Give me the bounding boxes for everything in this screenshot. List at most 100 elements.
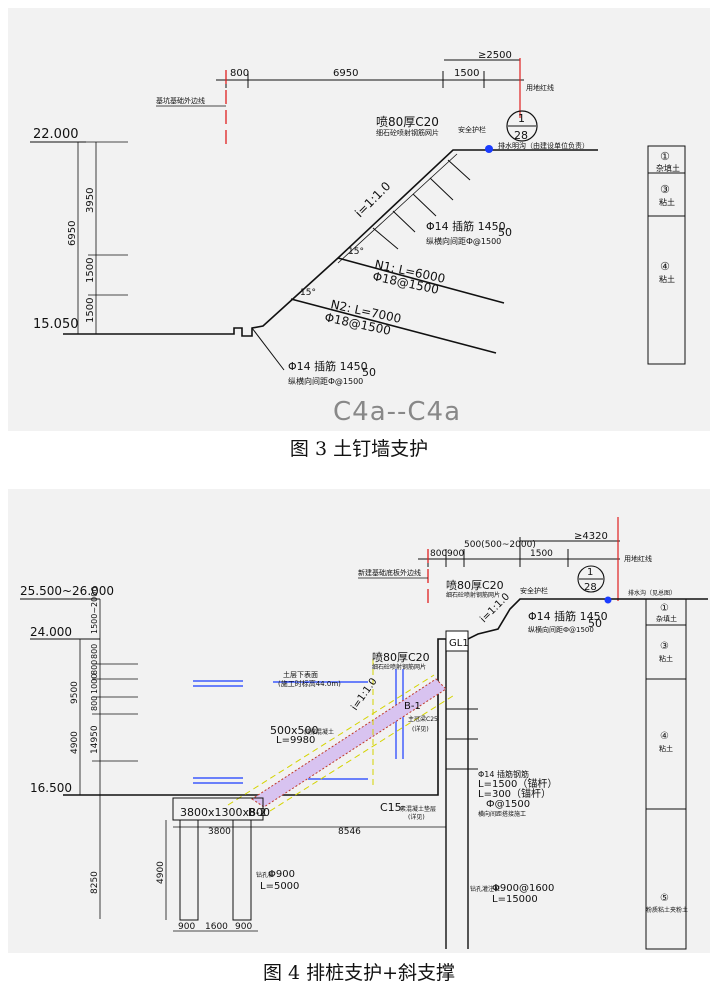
svg-text:50: 50 xyxy=(362,366,376,379)
fig3-dim-6950-vert: 6950 xyxy=(67,221,78,246)
svg-text:900: 900 xyxy=(235,922,252,932)
fig3-surface-label: 喷80厚C20 xyxy=(376,115,439,129)
svg-text:3800x1300x800: 3800x1300x800 xyxy=(180,806,270,819)
svg-text:Φ14 插筋 1450: Φ14 插筋 1450 xyxy=(528,609,608,623)
svg-text:14950: 14950 xyxy=(90,725,100,754)
svg-text:细石砼喷射钢筋网片: 细石砼喷射钢筋网片 xyxy=(372,663,426,671)
svg-text:1: 1 xyxy=(518,112,525,125)
svg-text:粘土: 粘土 xyxy=(659,274,675,284)
svg-text:安全护栏: 安全护栏 xyxy=(520,586,548,595)
fig4-water-level-lines xyxy=(193,669,404,784)
fig3-drain-marker xyxy=(485,145,493,153)
svg-text:800: 800 xyxy=(90,696,99,711)
svg-text:(施工时标高44.0m): (施工时标高44.0m) xyxy=(278,679,341,688)
fig4-drain-marker xyxy=(604,596,612,604)
fig3-bar-lower-note: 纵横向间距Ф@1500 xyxy=(288,376,363,386)
svg-text:④: ④ xyxy=(660,260,670,273)
figure-4-drawing: 800 900 500(500~2000) 1500 ≥4320 新建基础底板外… xyxy=(20,517,708,950)
fig3-elev-top: 22.000 xyxy=(33,127,79,142)
fig4-elev-top: 25.500~26.000 xyxy=(20,584,114,598)
svg-text:800: 800 xyxy=(90,660,99,675)
fig3-left-dimensions: 6950 3950 1500 1500 xyxy=(67,142,128,334)
svg-text:800: 800 xyxy=(430,549,447,559)
svg-text:纵横向间距Ф@1500: 纵横向间距Ф@1500 xyxy=(528,625,594,634)
fig3-excavation-profile xyxy=(63,149,598,337)
svg-text:(详见): (详见) xyxy=(412,725,429,733)
fig4-wall-anchors xyxy=(446,708,478,770)
figure-4-caption: 图 4 排桩支护+斜支撑 xyxy=(262,962,456,984)
svg-text:L=1500（锚杆）: L=1500（锚杆） xyxy=(478,778,557,790)
fig4-strut-length: L=9980 xyxy=(276,735,315,746)
fig4-left-piles: 4900 900 1600 900 xyxy=(156,819,258,932)
fig3-dim-3950: 3950 xyxy=(85,188,96,213)
svg-text:50: 50 xyxy=(588,617,602,630)
svg-text:Φ900: Φ900 xyxy=(268,869,295,880)
svg-text:900: 900 xyxy=(447,549,464,559)
svg-text:钻孔桩: 钻孔桩 xyxy=(256,871,274,879)
svg-text:15°: 15° xyxy=(348,247,364,257)
svg-text:⑤: ⑤ xyxy=(660,893,669,904)
svg-text:B-1: B-1 xyxy=(404,701,421,712)
fig3-boundary-label: 基坑基础外边线 xyxy=(156,96,205,105)
fig4-left-dimensions: 1500~2000 800 800 1000 800 9500 4900 149… xyxy=(70,587,138,919)
svg-text:喷80厚C20: 喷80厚C20 xyxy=(446,579,504,592)
svg-text:土层下表面: 土层下表面 xyxy=(283,670,318,679)
svg-text:1: 1 xyxy=(587,567,593,578)
svg-text:斜撑混凝土: 斜撑混凝土 xyxy=(304,728,334,736)
svg-text:喷80厚C20: 喷80厚C20 xyxy=(372,651,430,664)
svg-text:1500: 1500 xyxy=(530,549,553,559)
svg-text:GL1: GL1 xyxy=(449,638,469,649)
fig4-elev-mid: 24.000 xyxy=(30,625,72,639)
fig3-bar-upper-spec: Φ14 插筋 1450 xyxy=(426,219,506,233)
svg-text:28: 28 xyxy=(584,582,597,593)
svg-text:主冠梁C25: 主冠梁C25 xyxy=(408,715,438,723)
svg-text:9500: 9500 xyxy=(70,681,80,704)
svg-text:杂填土: 杂填土 xyxy=(656,163,680,173)
fig3-surface-sub: 细石砼喷射钢筋网片 xyxy=(376,128,439,137)
fig3-bar-grid xyxy=(372,159,471,250)
svg-text:50: 50 xyxy=(498,226,512,239)
svg-text:28: 28 xyxy=(514,129,528,142)
svg-text:杂填土: 杂填土 xyxy=(656,614,677,623)
fig3-dim-800: 800 xyxy=(230,68,249,79)
fig3-soil-column: ① 杂填土 ③ 粘土 ④ 粘土 xyxy=(647,145,686,365)
fig3-nail-n2: N2: L=7000 Φ18@1500 15° xyxy=(290,288,497,354)
fig4-boundary-label: 新建基础底板外边线 xyxy=(358,568,421,577)
svg-text:粘土: 粘土 xyxy=(659,744,673,753)
fig3-bar-lower-line xyxy=(251,327,285,371)
fig4-excavation-profile: GL1 xyxy=(63,598,708,949)
fig4-top-dimensions: 800 900 500(500~2000) 1500 ≥4320 xyxy=(418,531,620,567)
svg-text:4900: 4900 xyxy=(156,861,166,884)
svg-text:8546: 8546 xyxy=(338,827,361,837)
svg-text:1600: 1600 xyxy=(205,922,228,932)
fig4-redline-label: 用地红线 xyxy=(624,554,652,563)
svg-text:C15: C15 xyxy=(380,801,402,814)
fig3-bar-upper-note: 纵横向间距Ф@1500 xyxy=(426,236,501,246)
fig3-dim-6950: 6950 xyxy=(333,68,358,79)
svg-text:800: 800 xyxy=(90,644,99,659)
svg-text:L=15000: L=15000 xyxy=(492,894,538,905)
svg-text:≥4320: ≥4320 xyxy=(574,531,608,542)
svg-text:①: ① xyxy=(660,150,670,163)
svg-text:L=5000: L=5000 xyxy=(260,881,299,892)
figure-3-drawing: 800 6950 1500 ≥2500 基坑基础外边线 用地红线 22.000 … xyxy=(30,50,686,427)
svg-text:900: 900 xyxy=(178,922,195,932)
fig3-drain-label: 排水明沟（由建设单位负责） xyxy=(498,141,589,150)
svg-text:粘土: 粘土 xyxy=(659,197,675,207)
svg-text:B-2: B-2 xyxy=(248,806,267,819)
svg-text:Φ900@1600: Φ900@1600 xyxy=(492,883,554,894)
fig4-detail-callout: 1 28 xyxy=(577,565,605,593)
svg-text:8250: 8250 xyxy=(90,871,100,894)
svg-text:1500~2000: 1500~2000 xyxy=(90,587,99,634)
fig3-top-dimensions: 800 6950 1500 ≥2500 xyxy=(216,50,524,88)
svg-text:粘土: 粘土 xyxy=(659,654,673,663)
svg-text:L=300（锚杆）: L=300（锚杆） xyxy=(478,788,551,800)
fig3-nail-n1: N1: L=6000 Φ18@1500 15° xyxy=(337,247,505,304)
svg-text:钻孔灌注桩: 钻孔灌注桩 xyxy=(470,885,500,893)
fig4-soil-column: ① 杂填土 ③ 粘土 ④ 粘土 ⑤ 粉质粘土夹粉土 xyxy=(645,598,688,950)
fig3-dim-2500: ≥2500 xyxy=(478,50,512,61)
figure-3-caption: 图 3 土钉墙支护 xyxy=(289,438,429,460)
fig4-strut-size: 500x500 xyxy=(270,724,319,737)
svg-text:①: ① xyxy=(660,603,669,614)
svg-text:④: ④ xyxy=(660,731,669,742)
